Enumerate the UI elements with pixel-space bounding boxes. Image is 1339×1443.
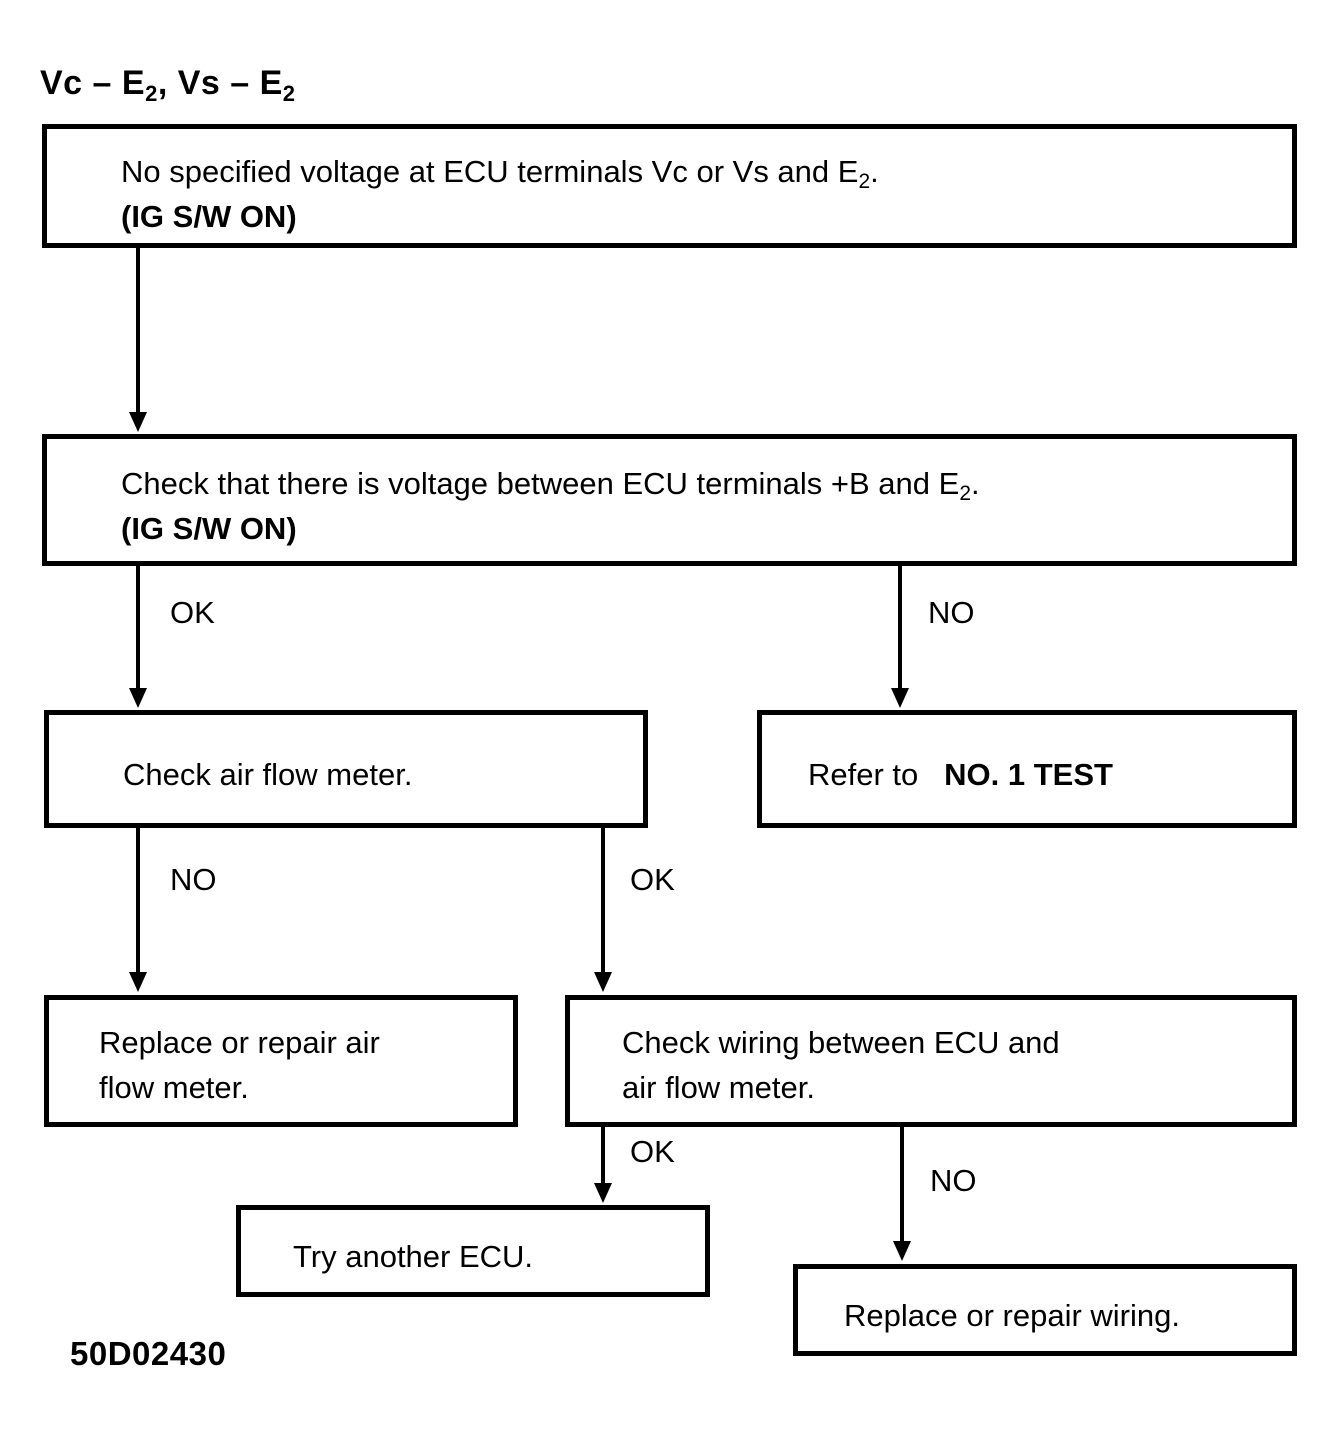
node-symptom-line2: (IG S/W ON) xyxy=(121,198,297,234)
node-symptom-subscript: 2 xyxy=(858,170,871,193)
edge-afm-no-label: NO xyxy=(170,862,217,897)
node-refer-prefix: Refer to xyxy=(808,757,919,792)
edge-afm-ok-arrow xyxy=(594,972,612,992)
edge-check-b-ok-arrow xyxy=(129,688,147,708)
edge-check-b-no-label: NO xyxy=(928,595,975,630)
edge-check-b-ok-line xyxy=(136,566,140,692)
node-try-another-ecu: Try another ECU. xyxy=(236,1205,710,1297)
node-replace-afm-line2: flow meter. xyxy=(99,1069,249,1105)
title-subscript-1: 2 xyxy=(145,81,158,106)
node-try-another-ecu-text: Try another ECU. xyxy=(293,1239,534,1274)
node-symptom-text: No specified voltage at ECU terminals Vc… xyxy=(121,150,879,240)
edge-symptom-to-check-b-arrow xyxy=(129,412,147,432)
node-replace-air-flow-meter: Replace or repair air flow meter. xyxy=(44,995,518,1127)
node-check-b-line2: (IG S/W ON) xyxy=(121,510,297,546)
node-check-wiring-text: Check wiring between ECU and air flow met… xyxy=(622,1021,1060,1111)
node-check-b-line1-post: . xyxy=(971,466,980,501)
node-replace-air-flow-meter-text: Replace or repair air flow meter. xyxy=(99,1021,380,1111)
figure-id: 50D02430 xyxy=(70,1335,227,1372)
edge-wiring-ok-label: OK xyxy=(630,1134,675,1169)
node-replace-afm-line1: Replace or repair air xyxy=(99,1025,380,1060)
edge-afm-ok-line xyxy=(601,828,605,978)
edge-symptom-to-check-b-line xyxy=(136,248,140,418)
edge-wiring-ok-arrow xyxy=(594,1183,612,1203)
node-symptom-line1-pre: No specified voltage at ECU terminals Vc… xyxy=(121,154,859,189)
edge-wiring-no-line xyxy=(900,1127,904,1245)
node-check-b-voltage: Check that there is voltage between ECU … xyxy=(42,434,1297,566)
node-check-wiring-line2: air flow meter. xyxy=(622,1069,815,1105)
node-symptom-line1-post: . xyxy=(870,154,879,189)
edge-check-b-no-line xyxy=(898,566,902,692)
node-check-b-line1-pre: Check that there is voltage between ECU … xyxy=(121,466,960,501)
edge-afm-no-arrow xyxy=(129,972,147,992)
node-check-b-voltage-text: Check that there is voltage between ECU … xyxy=(121,462,980,552)
title-prefix: Vc – E xyxy=(40,64,146,102)
node-refer-no1-test-text: Refer to NO. 1 TEST xyxy=(808,753,1113,798)
edge-check-b-no-arrow xyxy=(891,688,909,708)
edge-wiring-ok-line xyxy=(601,1127,605,1187)
title-subscript-2: 2 xyxy=(282,81,296,106)
node-refer-no1-test: Refer to NO. 1 TEST xyxy=(757,710,1297,828)
edge-check-b-ok-label: OK xyxy=(170,595,215,630)
node-check-wiring: Check wiring between ECU and air flow met… xyxy=(565,995,1297,1127)
edge-wiring-no-arrow xyxy=(893,1241,911,1261)
edge-afm-no-line xyxy=(136,828,140,978)
node-symptom: No specified voltage at ECU terminals Vc… xyxy=(42,124,1297,248)
node-check-air-flow-meter: Check air flow meter. xyxy=(44,710,648,828)
node-check-b-subscript: 2 xyxy=(959,482,971,505)
node-check-wiring-line1: Check wiring between ECU and xyxy=(622,1025,1060,1060)
page-title: Vc – E2, Vs – E2 xyxy=(40,64,296,106)
node-refer-emphasis: NO. 1 TEST xyxy=(944,757,1113,792)
node-check-air-flow-meter-text: Check air flow meter. xyxy=(123,757,413,792)
edge-wiring-no-label: NO xyxy=(930,1163,977,1198)
title-middle: , Vs – E xyxy=(157,64,283,102)
edge-afm-ok-label: OK xyxy=(630,862,675,897)
node-replace-wiring-text: Replace or repair wiring. xyxy=(844,1298,1180,1333)
node-replace-wiring: Replace or repair wiring. xyxy=(793,1264,1297,1356)
